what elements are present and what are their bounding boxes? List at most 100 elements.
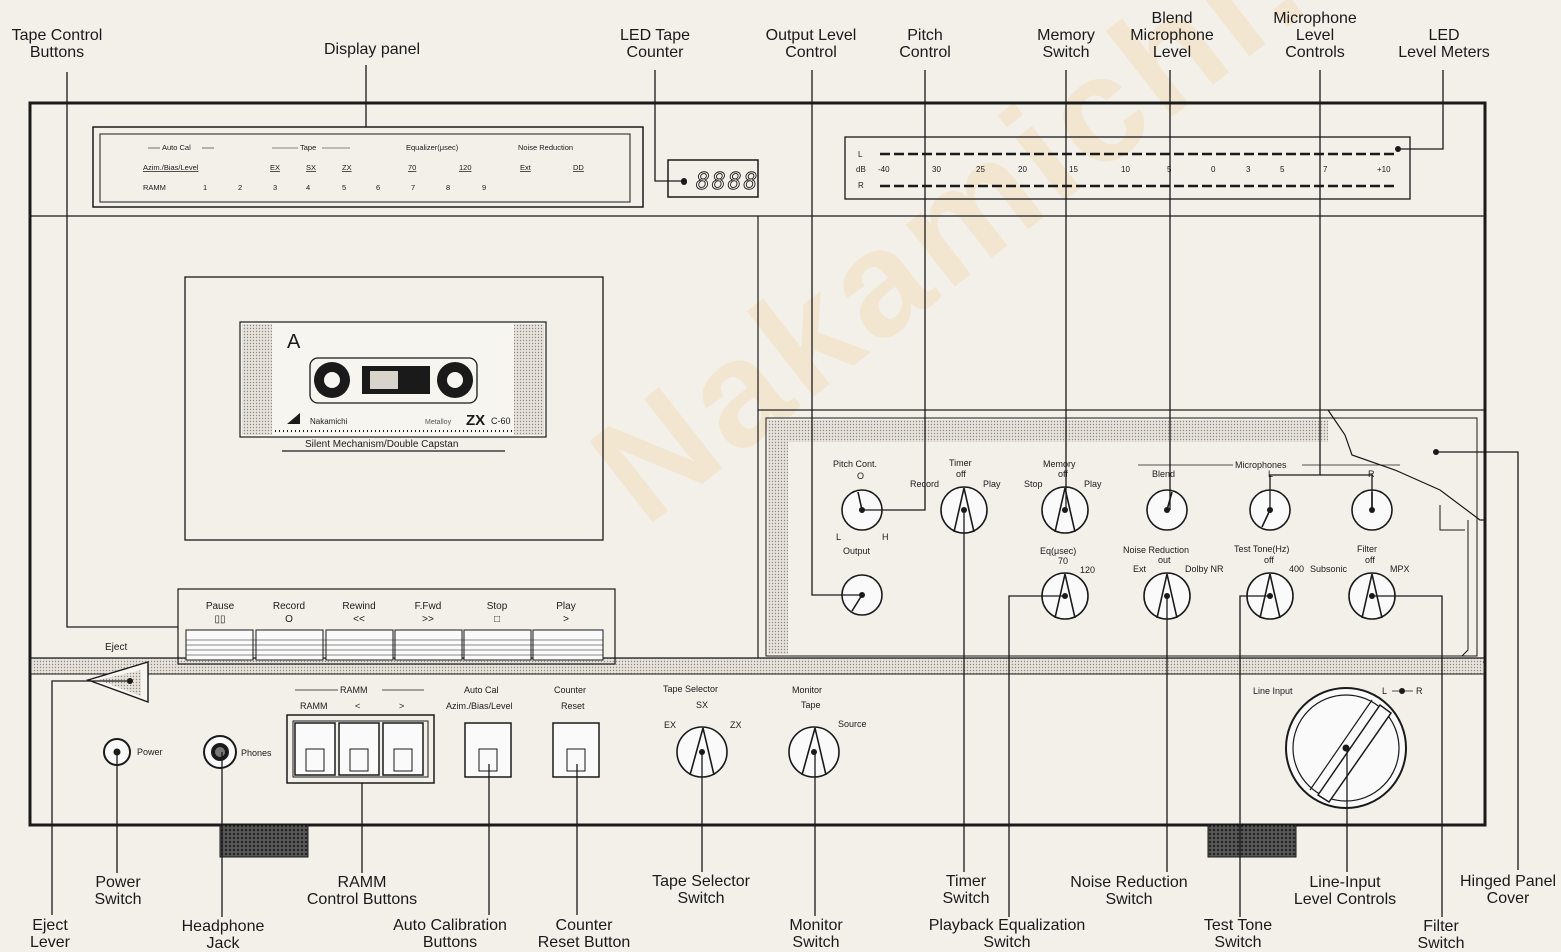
eq-120-label: 120 (1080, 565, 1095, 575)
callout-counter-reset-button: Counter Reset Button (537, 917, 631, 951)
callout-tape-control-buttons: Tape Control Buttons (11, 27, 103, 61)
lower-strip (32, 658, 1483, 674)
display-auto-cal: Auto Cal (162, 143, 191, 152)
line-l-label: L (1382, 686, 1387, 696)
callout-timer-switch: Timer Switch (942, 873, 990, 907)
meter-scale-11: +10 (1377, 165, 1391, 174)
meter-db: dB (856, 165, 866, 174)
callout-blend-microphone-level: Blend Microphone Level (1130, 10, 1214, 61)
cassette-model: ZX (466, 412, 485, 429)
timer-play-label: Play (983, 479, 1001, 489)
line-input-label: Line Input (1253, 686, 1293, 696)
nr-label: Noise Reduction (1123, 545, 1189, 555)
display-num-1: 1 (203, 183, 207, 192)
callout-eject-lever: Eject Lever (29, 917, 71, 951)
display-zx: ZX (342, 163, 352, 172)
cassette-side: A (287, 331, 301, 353)
callout-power-switch: Power Switch (94, 874, 142, 908)
eq-label: Eq(μsec) (1040, 546, 1076, 556)
callout-output-level-control: Output Level Control (765, 27, 857, 61)
counter-reset-btn[interactable] (552, 722, 600, 778)
memory-stop-label: Stop (1024, 479, 1043, 489)
right-foot (1207, 824, 1297, 858)
display-dolby: DD (573, 163, 584, 172)
transport-ffwd-symbol: >> (422, 614, 434, 625)
output-label: Output (843, 546, 871, 556)
autocal-button[interactable] (464, 722, 512, 778)
meter-r: R (858, 181, 864, 190)
memory-label: Memory (1043, 459, 1076, 469)
monitor-label: Monitor (792, 685, 822, 695)
pitch-h-label: H (882, 532, 889, 542)
hinged-panel-edge (1327, 409, 1485, 521)
power-label: Power (137, 747, 163, 757)
line-input-knob[interactable] (1285, 687, 1407, 809)
transport-ffwd-label: F.Fwd (415, 601, 442, 612)
tapesel-zx-label: ZX (730, 720, 742, 730)
panel-shadow-top (788, 420, 1328, 442)
cassette-length: C-60 (491, 416, 511, 426)
lower-controls: Power Phones RAMM RAMM < > Auto Cal Azim… (137, 684, 1423, 758)
left-foot (219, 824, 309, 858)
tapesel-ex-label: EX (664, 720, 676, 730)
meter-scale-9: 5 (1280, 165, 1285, 174)
callout-monitor-switch: Monitor Switch (789, 917, 843, 951)
cassette-well: A Nakamichi Metalloy ZX C-60 Silent Mech… (184, 276, 604, 541)
callout-led-tape-counter: LED Tape Counter (620, 27, 690, 61)
ramm-forward-label: > (399, 701, 404, 711)
callout-ramm-control-buttons: RAMM Control Buttons (306, 874, 418, 908)
counter-sub-label: Reset (561, 701, 585, 711)
transport-stop-label: Stop (487, 601, 508, 612)
meter-scale-7: 0 (1211, 165, 1216, 174)
callout-line-input-level-controls: Line-Input Level Controls (1293, 874, 1397, 908)
ramm-label: RAMM (340, 685, 368, 695)
meter-scale-1: 30 (932, 165, 941, 174)
cassette-metal: Metalloy (425, 419, 452, 426)
filter-mpx-label: MPX (1390, 564, 1410, 574)
display-tape: Tape (300, 143, 316, 152)
callout-auto-calibration-buttons: Auto Calibration Buttons (393, 917, 507, 951)
transport-play-symbol: > (563, 614, 569, 625)
led-tape-counter: 8888 (667, 159, 759, 198)
display-num-4: 4 (306, 183, 310, 192)
transport-pause-symbol: ▯▯ (214, 614, 225, 625)
nr-ext-label: Ext (1133, 564, 1147, 574)
mic-r-label: R (1368, 469, 1375, 479)
eject-label: Eject (105, 642, 127, 653)
panel-shadow-left (768, 420, 788, 654)
cassette-caption: Silent Mechanism/Double Capstan (305, 439, 458, 450)
callout-test-tone-switch: Test Tone Switch (1203, 917, 1273, 951)
display-eq70: 70 (408, 163, 416, 172)
pitch-o-label: O (857, 471, 864, 481)
pitch-l-label: L (836, 532, 841, 542)
headphone-jack-socket[interactable] (203, 735, 237, 769)
autocal-sub-label: Azim./Bias/Level (446, 701, 513, 711)
monitor-tape-label: Tape (801, 700, 821, 710)
display-num-7: 7 (411, 183, 415, 192)
nr-out-label: out (1158, 555, 1171, 565)
display-ext: Ext (520, 163, 532, 172)
display-num-8: 8 (446, 183, 450, 192)
callout-display-panel: Display panel (323, 41, 421, 58)
callout-memory-switch: Memory Switch (1037, 27, 1095, 61)
meter-scale-4: 15 (1069, 165, 1078, 174)
meter-scale-3: 20 (1018, 165, 1027, 174)
memory-off-label: off (1058, 469, 1068, 479)
monitor-source-label: Source (838, 719, 867, 729)
phones-label: Phones (241, 748, 272, 758)
tt-off-label: off (1264, 555, 1274, 565)
callout-playback-equalization-switch: Playback Equalization Switch (928, 917, 1086, 951)
display-noise-reduction: Noise Reduction (518, 143, 573, 152)
blend-label: Blend (1152, 469, 1175, 479)
cassette-brand: Nakamichi (310, 417, 348, 426)
nr-dolby-label: Dolby NR (1185, 564, 1224, 574)
display-num-3: 3 (273, 183, 277, 192)
display-azim: Azim./Bias/Level (143, 163, 199, 172)
meter-scale-10: 7 (1323, 165, 1328, 174)
display-equalizer: Equalizer(μsec) (406, 143, 459, 152)
tapesel-sx-label: SX (696, 700, 708, 710)
callout-led-level-meters: LED Level Meters (1398, 27, 1490, 61)
callout-headphone-jack: Headphone Jack (181, 918, 265, 952)
counter-label: Counter (554, 685, 586, 695)
display-num-5: 5 (342, 183, 346, 192)
